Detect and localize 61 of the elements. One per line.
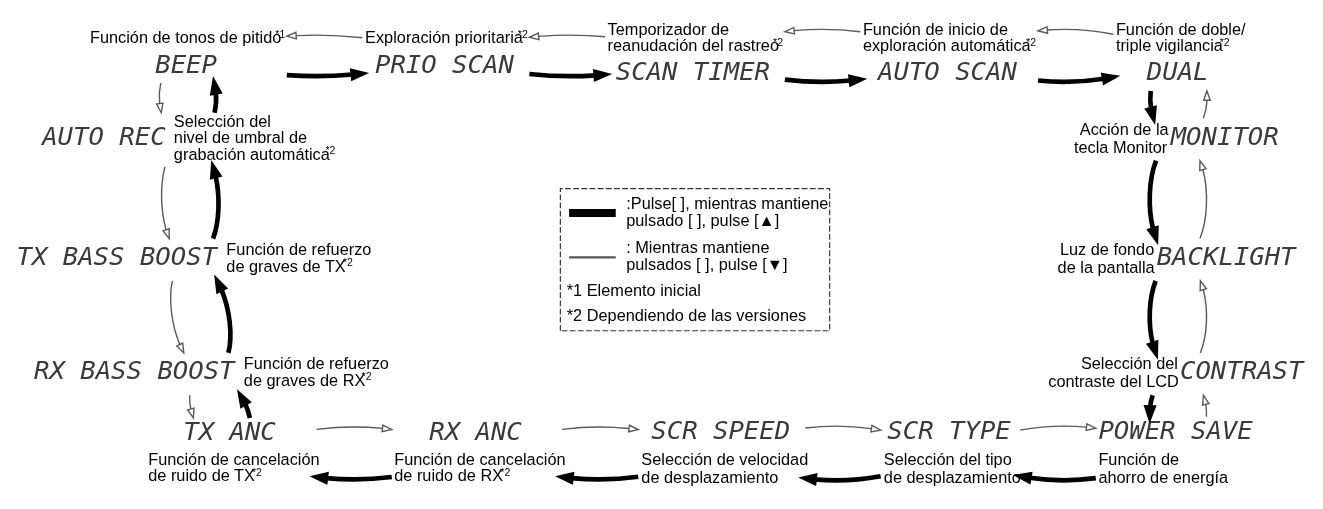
node-label: Selección de velocidad de desplazamiento <box>641 449 809 486</box>
node-text: PRIO SCAN <box>374 48 514 79</box>
node-label: Función de doble/ triple vigilancia$^{*2}$ <box>1115 19 1246 54</box>
node-label: Selección del nivel de umbral de grabación automática$^{*2}$ <box>173 111 336 163</box>
node-text: AUTO SCAN <box>878 55 1017 86</box>
arrow <box>1202 88 1212 119</box>
node-text: BACKLIGHT <box>1156 240 1296 271</box>
node-label: Función de ahorro de energía <box>1098 449 1229 486</box>
arrow <box>1199 278 1208 354</box>
node-text: BEEP <box>155 48 217 79</box>
node-label: Acción de la tecla Monitor <box>1073 119 1169 156</box>
node-label: Función de refuerzo de graves de TX$^{*2}$ <box>226 239 372 275</box>
legend-label: :Pulse[ ], mientras mantiene pulsado [ ], pulse [▲] <box>626 193 829 229</box>
node-text: MONITOR <box>1170 120 1279 151</box>
node-text: RX ANC <box>429 415 522 446</box>
arrow <box>155 81 164 115</box>
label: *1 Elemento inicial <box>566 280 701 299</box>
arrow <box>561 423 641 433</box>
arrow <box>286 67 370 81</box>
arrow <box>1013 471 1097 485</box>
node-text: TX BASS BOOST <box>16 240 218 271</box>
node-label: Luz de fondo de la pantalla <box>1057 239 1155 276</box>
arrow <box>1145 279 1159 360</box>
node-text: CONTRAST <box>1180 354 1304 385</box>
arrow <box>782 25 861 35</box>
node-text: SCAN TIMER <box>615 55 771 86</box>
arrow <box>209 159 223 239</box>
node-label: Selección del contraste del LCD <box>1048 353 1179 390</box>
node-label: Función de inicio de exploración automática$^{*2}$ <box>862 19 1037 54</box>
arrow <box>214 274 233 353</box>
arrow <box>529 68 613 82</box>
node-text: SCR SPEED <box>651 414 791 445</box>
arrow <box>1144 90 1157 125</box>
arrow <box>309 471 393 485</box>
arrow <box>555 471 639 485</box>
node-label: Selección del tipo de desplazamiento <box>883 449 1021 486</box>
node-text: AUTO REC <box>42 120 166 151</box>
node-label: Función de cancelación de ruido de RX$^{*2}$ <box>394 449 566 484</box>
arrow <box>169 279 185 355</box>
arrow <box>1037 72 1121 85</box>
node-label: Función de refuerzo de graves de RX$^{*2}$ <box>243 353 389 389</box>
arrow <box>284 30 363 40</box>
arrow <box>804 423 883 433</box>
node-text: DUAL <box>1146 55 1209 86</box>
node-text: TX ANC <box>183 415 276 446</box>
arrow <box>798 472 882 486</box>
arrow <box>784 73 868 87</box>
arrow <box>1019 422 1098 431</box>
arrow <box>1146 159 1159 245</box>
node-label: Función de cancelación de ruido de TX$^{*2}$ <box>148 449 320 484</box>
arrow <box>527 31 606 41</box>
node-text: SCR TYPE <box>887 414 1011 445</box>
arrow <box>160 165 170 241</box>
legend-label: : Mientras mantiene pulsados [ ], pulse [▼] <box>626 237 788 273</box>
arrow <box>209 75 223 113</box>
arrow <box>1035 25 1115 35</box>
arrow <box>315 423 394 433</box>
node-text: POWER SAVE <box>1098 414 1253 445</box>
arrow <box>1199 158 1208 239</box>
node-text: RX BASS BOOST <box>33 354 235 385</box>
label: *2 Dependiendo de las versiones <box>566 305 807 324</box>
